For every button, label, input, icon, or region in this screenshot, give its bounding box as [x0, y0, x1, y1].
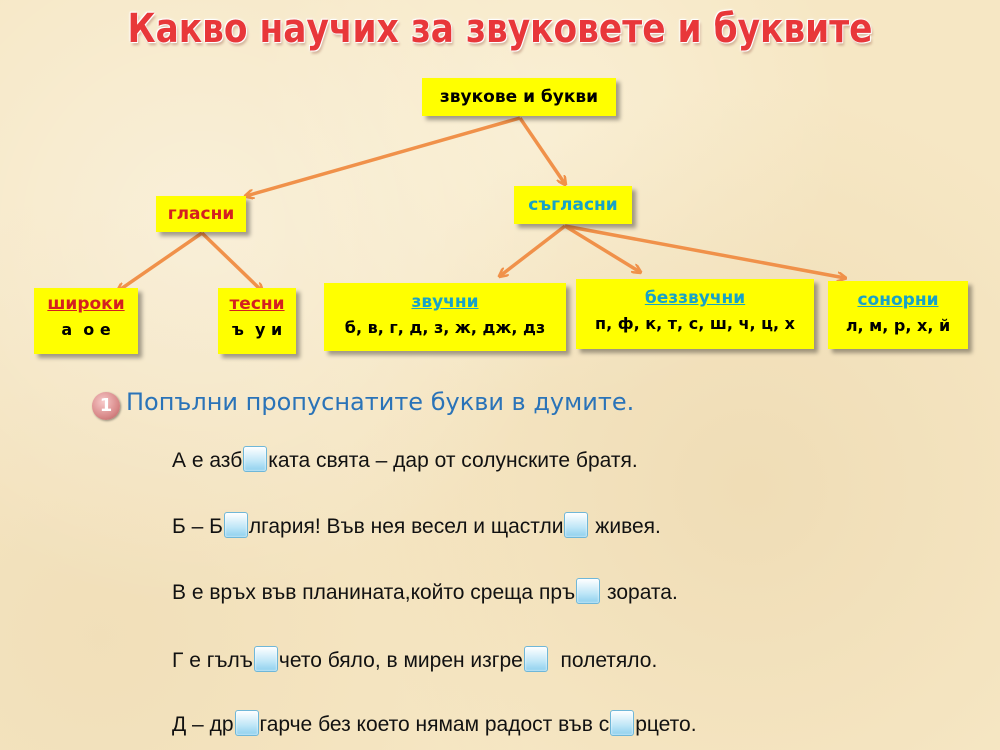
letter-blank[interactable]	[234, 710, 259, 736]
sonorant-label: сонорни	[857, 290, 939, 310]
arrow-consonants-voiced	[500, 224, 567, 276]
voiced-box: звучни б, в, г, д, з, ж, дж, дз	[324, 283, 566, 351]
root-box: звукове и букви	[422, 78, 616, 116]
consonants-label: съгласни	[528, 195, 618, 215]
voiceless-label: беззвучни	[644, 288, 746, 308]
sonorant-letters: л, м, р, х, й	[845, 316, 951, 335]
wide-vowels-box: широки а о е	[34, 288, 138, 354]
consonants-box: съгласни	[514, 186, 632, 224]
vowels-box: гласни	[156, 196, 246, 232]
arrow-consonants-voiceless	[564, 224, 640, 272]
voiced-letters: б, в, г, д, з, ж, дж, дз	[344, 318, 546, 337]
arrow-root-vowels	[246, 116, 521, 196]
sonorant-box: сонорни л, м, р, х, й	[828, 281, 968, 349]
voiced-label: звучни	[411, 292, 479, 312]
wide-vowels-label: широки	[47, 294, 125, 314]
exercise-number-badge: 1	[92, 392, 120, 420]
letter-blank[interactable]	[523, 646, 548, 672]
exercise-instruction: Попълни пропуснатите букви в думите.	[126, 388, 635, 416]
arrow-root-consonants	[518, 117, 565, 184]
narrow-vowels-letters: ъ у и	[231, 320, 283, 339]
vowels-label: гласни	[167, 204, 235, 224]
arrow-consonants-sonorant	[564, 224, 845, 278]
letter-blank[interactable]	[564, 512, 589, 538]
voiceless-box: беззвучни п, ф, к, т, с, ш, ч, ц, х	[576, 279, 814, 349]
letter-blank[interactable]	[243, 446, 268, 472]
arrow-vowels-wide	[118, 231, 203, 291]
letter-blank[interactable]	[576, 578, 601, 604]
page-title: Какво научих за звуковете и буквите	[127, 6, 873, 52]
letter-blank[interactable]	[223, 512, 248, 538]
voiceless-letters: п, ф, к, т, с, ш, ч, ц, х	[595, 314, 795, 333]
narrow-vowels-label: тесни	[229, 294, 285, 314]
letter-blank[interactable]	[253, 646, 278, 672]
arrow-vowels-narrow	[200, 231, 262, 291]
wide-vowels-letters: а о е	[61, 320, 111, 339]
exercise-line-v: В е връх във планината,който среща пръ з…	[172, 578, 678, 605]
root-label: звукове и букви	[439, 87, 599, 107]
letter-blank[interactable]	[610, 710, 635, 736]
narrow-vowels-box: тесни ъ у и	[218, 288, 296, 354]
